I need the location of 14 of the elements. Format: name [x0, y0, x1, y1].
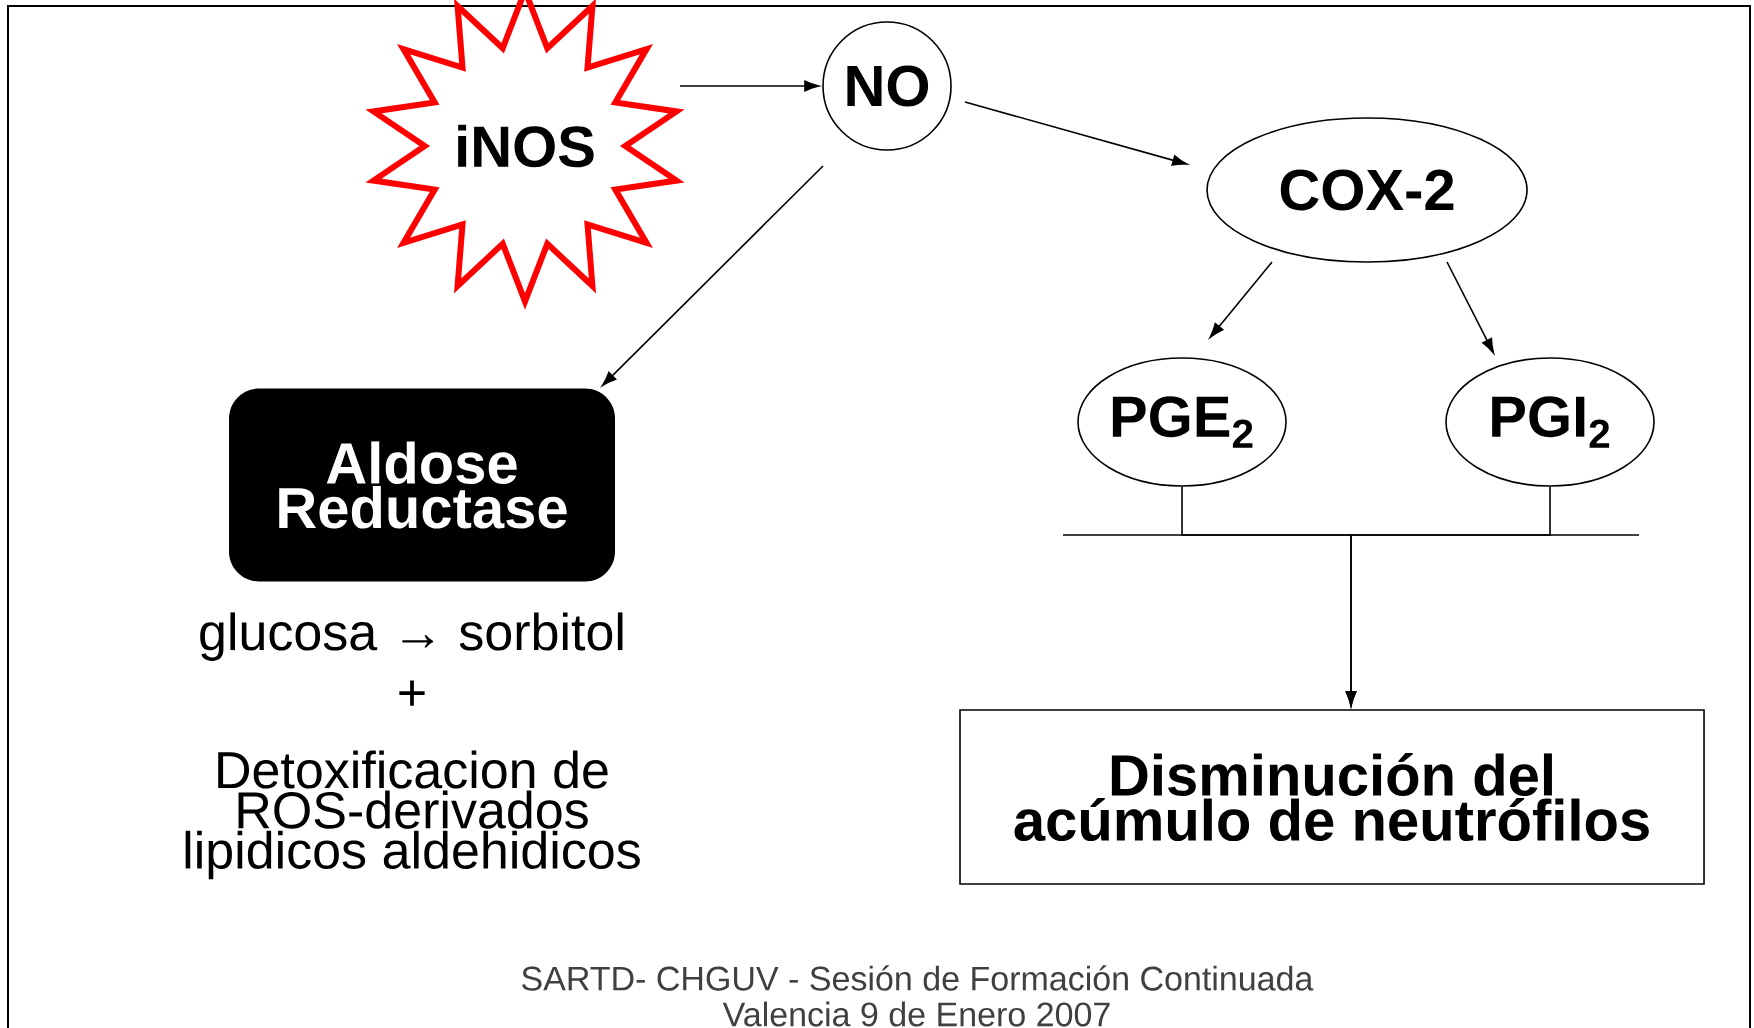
arrow	[1345, 486, 1551, 707]
note-text: Detoxificacion de ROS-derivados lipidicos aldehidicos	[185, 750, 640, 880]
arrow	[1209, 261, 1273, 338]
arrow	[679, 80, 820, 92]
burst-star: iNOS	[365, 0, 685, 310]
arrow	[964, 101, 1188, 166]
note-text: +	[399, 680, 425, 706]
footer-text: Valencia 9 de Enero 2007	[722, 1001, 1110, 1027]
note-text: glucosa → sorbitol	[200, 612, 623, 661]
result-box: Disminución del acúmulo de neutrófilos	[959, 709, 1705, 885]
arrow	[1446, 261, 1495, 354]
arrow	[601, 165, 824, 387]
process-box: Aldose Reductase	[229, 388, 615, 582]
footer-text: SARTD- CHGUV - Sesión de Formación Continuada	[522, 965, 1314, 991]
